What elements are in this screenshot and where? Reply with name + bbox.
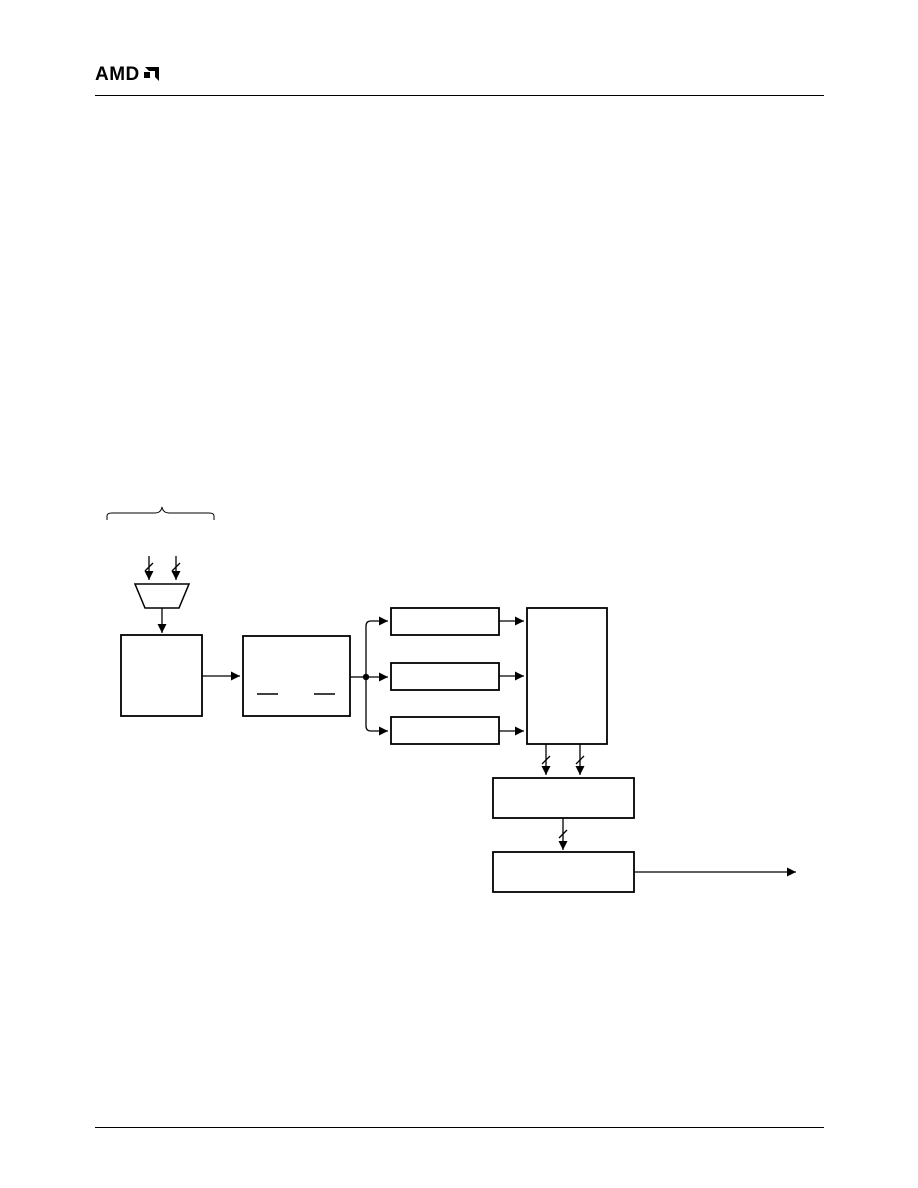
lower-block (492, 777, 635, 819)
logo-text: AMD (95, 64, 140, 85)
first-stage-block (120, 634, 203, 717)
lower-to-output-bus (558, 818, 568, 850)
combiner-bus-left (541, 744, 551, 775)
combiner-block (526, 607, 608, 745)
amd-logo: AMD (95, 64, 160, 86)
output-block (492, 851, 635, 893)
input-bus-right (171, 556, 181, 580)
input-brace (106, 506, 215, 520)
parallel-block-top (390, 607, 500, 636)
parallel-block-bottom (390, 716, 500, 745)
parallel-block-middle (390, 662, 500, 691)
header-rule (95, 95, 824, 96)
junction-dot (362, 673, 370, 681)
second-stage-block (242, 635, 351, 717)
input-multiplexer (133, 583, 191, 609)
combiner-bus-right (575, 744, 585, 775)
amd-arrow-logo-icon (143, 67, 159, 81)
footer-rule (95, 1127, 824, 1128)
input-bus-left (144, 556, 154, 580)
